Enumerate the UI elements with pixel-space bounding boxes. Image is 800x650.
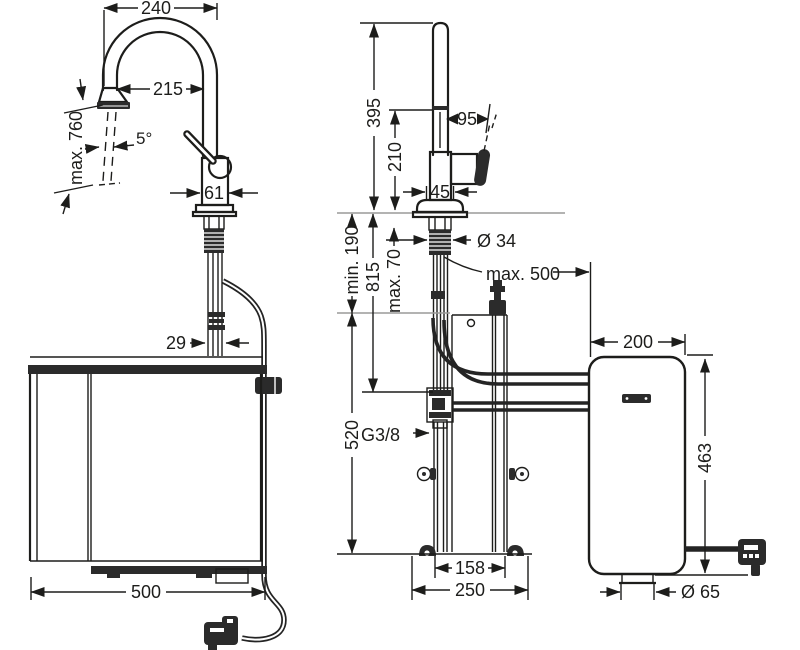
dim-spray-angle: 5° bbox=[136, 129, 152, 148]
dim-spout-reach: 240 bbox=[141, 0, 171, 18]
dim-total-height: 395 bbox=[364, 98, 384, 128]
dim-tank-foot-diameter: Ø 65 bbox=[681, 582, 720, 602]
dim-tank-height: 463 bbox=[695, 443, 715, 473]
dim-max-hose-pullout: max. 760 bbox=[66, 111, 86, 185]
tank-dimensions: 200 463 Ø 65 bbox=[590, 332, 748, 602]
dim-body-width: 61 bbox=[204, 183, 224, 203]
dim-max-hose-reach: max. 500 bbox=[486, 264, 560, 284]
dim-min-clearance: min. 190 bbox=[342, 225, 362, 294]
faucet-side-view bbox=[337, 21, 565, 390]
dim-spout-inner-reach: 215 bbox=[153, 79, 183, 99]
dim-base-depth: 45 bbox=[430, 182, 450, 202]
dim-shank-width: 29 bbox=[166, 333, 186, 353]
dim-frame-base-width: 250 bbox=[455, 580, 485, 600]
power-plug-front bbox=[204, 616, 238, 650]
hoses-to-tank bbox=[431, 317, 589, 412]
dim-frame-foot-spacing: 158 bbox=[455, 558, 485, 578]
side-view-dimensions: 395 210 95 45 Ø 34 max. 70 min. 190 815 bbox=[337, 22, 592, 600]
dim-hole-diameter: Ø 34 bbox=[477, 231, 516, 251]
front-view-dimensions: 240 215 max. 760 5° 61 29 500 bbox=[30, 0, 266, 602]
dim-frame-height: 520 bbox=[342, 420, 362, 450]
dim-max-counter-thickness: max. 70 bbox=[384, 249, 404, 313]
dim-cabinet-width: 500 bbox=[131, 582, 161, 602]
dim-hose-length: 815 bbox=[363, 262, 383, 292]
dim-connection-thread: G3/8 bbox=[361, 425, 400, 445]
dim-outlet-height: 210 bbox=[385, 142, 405, 172]
dim-handle-depth: 95 bbox=[457, 109, 477, 129]
mounting-frame bbox=[337, 280, 532, 556]
power-cable-front bbox=[221, 278, 287, 643]
faucet-front-view bbox=[97, 16, 238, 356]
base-cabinet bbox=[28, 356, 267, 584]
filter-tank bbox=[587, 355, 766, 585]
dim-tank-width: 200 bbox=[623, 332, 653, 352]
